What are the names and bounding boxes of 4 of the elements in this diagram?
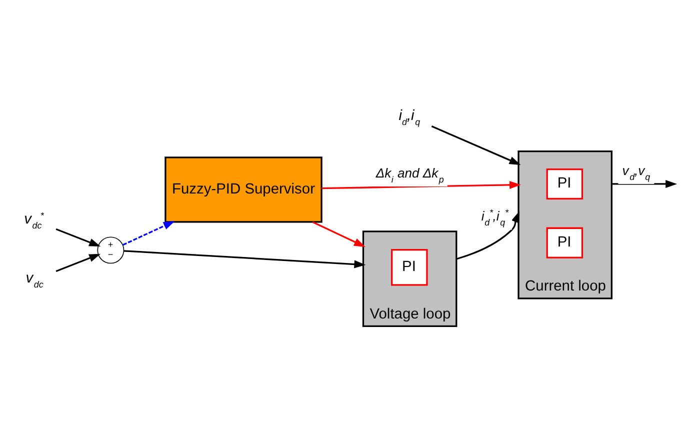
node-text: v$_{dc}$ — [26, 270, 44, 290]
node-text: i$_{d}$,i$_{q}$ — [398, 108, 420, 127]
edge-label: v$_{d}$,v$_{q}$ — [622, 162, 650, 182]
edge-label: Δk$_{i}$ and Δk$_{p}$ — [376, 165, 444, 184]
